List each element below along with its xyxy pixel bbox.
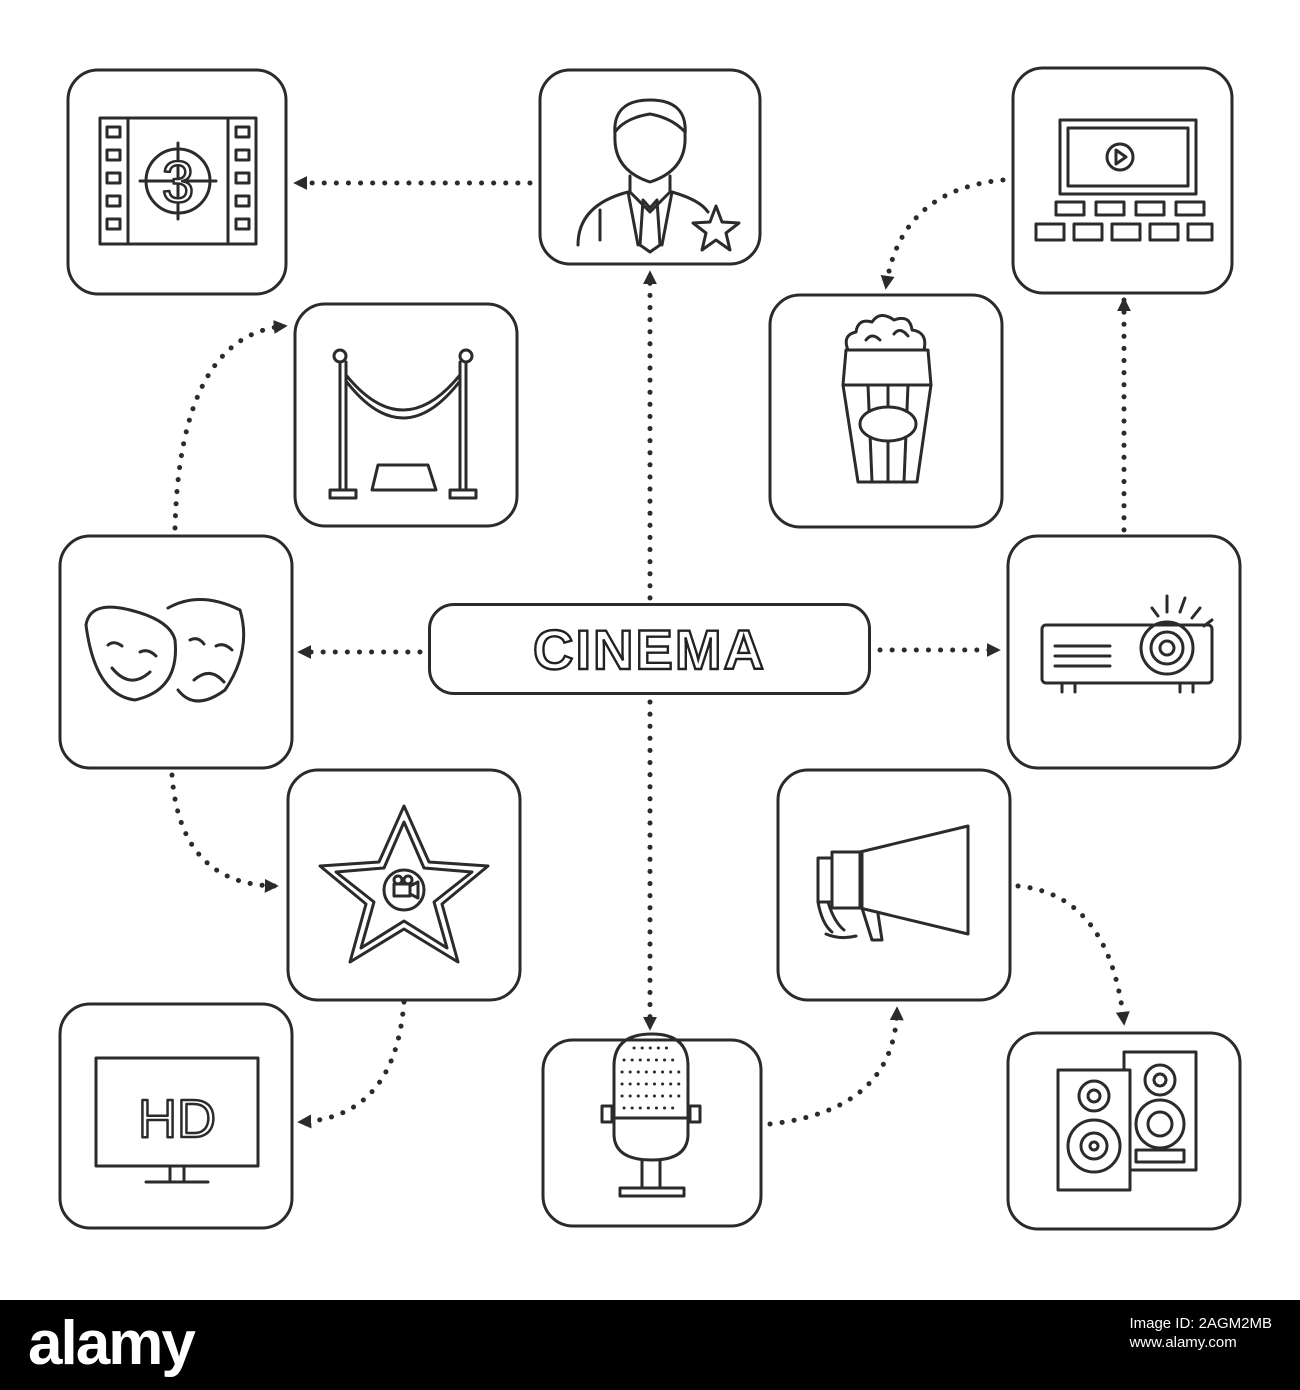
projector-icon [1040, 594, 1214, 694]
connector-masks-redcarpet [172, 319, 288, 531]
speakers-icon [1056, 1050, 1198, 1192]
alamy-logo: alamy [28, 1309, 196, 1378]
central-topic: CINEMA [428, 603, 871, 695]
node-actor [538, 68, 762, 266]
connector-microphone-megaphone [767, 1006, 904, 1127]
watermark-footer: alamy Image ID: 2AGM2MB www.alamy.com [0, 1300, 1300, 1390]
connectors [169, 176, 1131, 1129]
cinema-screen-icon [1034, 118, 1214, 242]
image-id-block: Image ID: 2AGM2MB www.alamy.com [1129, 1314, 1272, 1352]
node-megaphone [776, 768, 1012, 1002]
site-url: www.alamy.com [1129, 1334, 1237, 1351]
theater-masks-icon [84, 598, 246, 703]
popcorn-icon [841, 314, 933, 484]
walk-of-fame-star-icon [318, 804, 490, 964]
connector-masks-walkoffame [169, 772, 279, 893]
image-id-label: Image ID: 2AGM2MB [1129, 1315, 1272, 1332]
node-hd-tv [58, 1002, 294, 1230]
connector-walkoffame-hdtv [297, 999, 407, 1129]
node-projector [1006, 534, 1242, 770]
actor-star-icon [576, 98, 741, 254]
central-topic-label: CINEMA [532, 616, 766, 681]
cinema-mind-map: 3 [58, 66, 1242, 1231]
microphone-icon [600, 1032, 702, 1198]
hd-tv-icon: HD [94, 1056, 260, 1184]
megaphone-icon [816, 824, 970, 942]
node-microphone [541, 1038, 763, 1228]
hd-label: HD [138, 1089, 216, 1149]
connector-megaphone-speakers [1015, 883, 1130, 1026]
diagram-canvas: 3 [58, 66, 1242, 1231]
film-countdown-icon: 3 [98, 116, 258, 246]
node-red-carpet [293, 302, 519, 528]
countdown-digit: 3 [162, 150, 194, 215]
node-screen [1011, 66, 1234, 295]
connector-screen-popcorn [880, 177, 1006, 290]
red-carpet-icon [328, 348, 478, 500]
